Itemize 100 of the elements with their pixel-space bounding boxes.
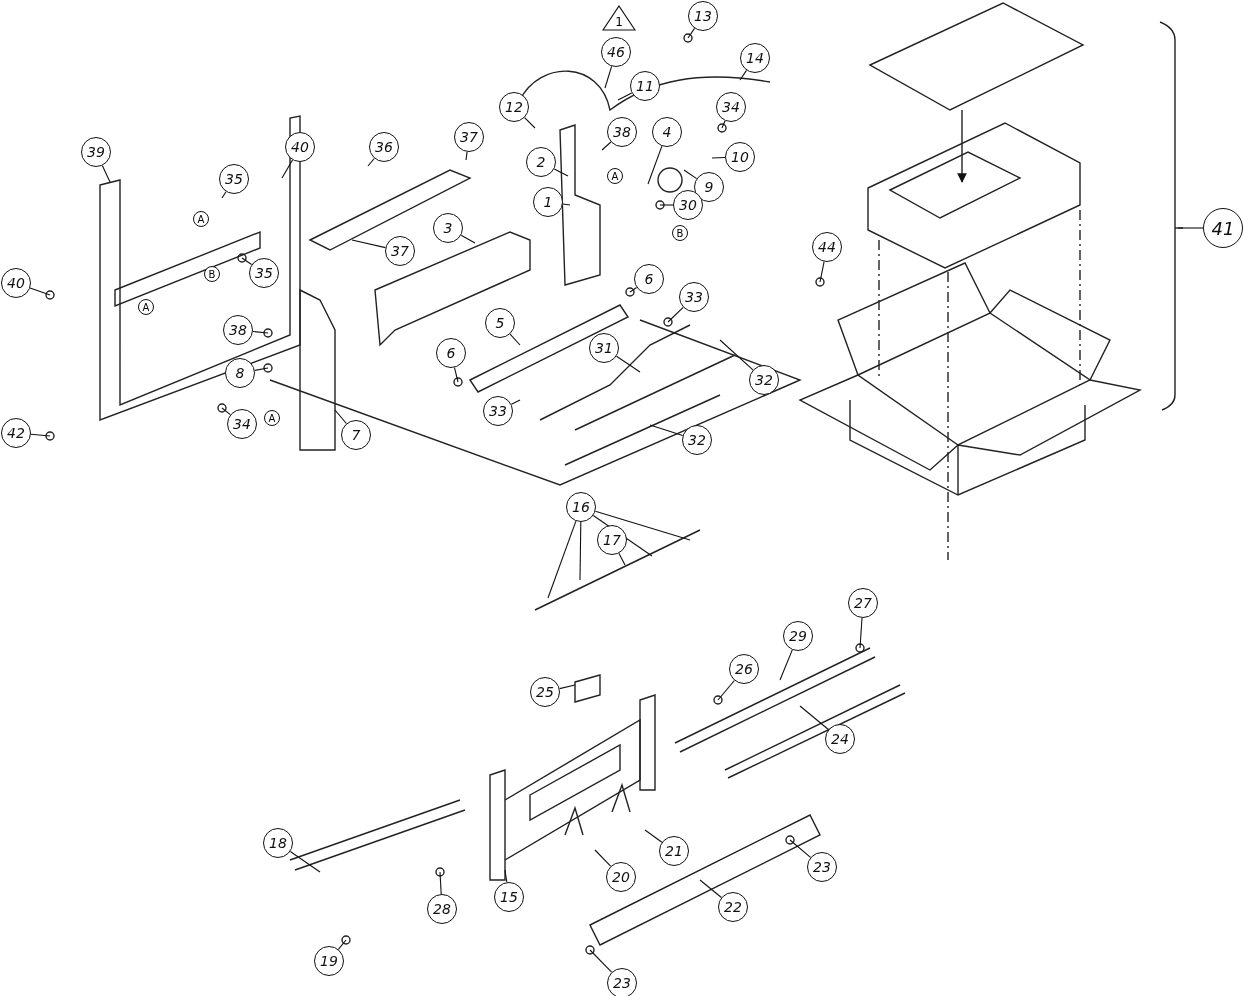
leader-line xyxy=(559,684,576,690)
leader-line xyxy=(504,869,508,883)
leader-line xyxy=(547,520,577,599)
leader-line xyxy=(594,510,691,541)
leader-line xyxy=(334,409,347,425)
callout-number: 33 xyxy=(483,396,513,426)
callout-number: 33 xyxy=(679,282,709,312)
reference-letter: A xyxy=(193,211,209,227)
callout-number: 28 xyxy=(427,894,457,924)
callout-number: 19 xyxy=(314,946,344,976)
leader-line xyxy=(241,257,253,266)
leader-line xyxy=(604,65,613,89)
callout-number: 29 xyxy=(783,621,813,651)
leader-line xyxy=(644,829,663,843)
callout-number: 37 xyxy=(385,236,415,266)
leader-line xyxy=(337,939,347,950)
callout-number: 38 xyxy=(607,117,637,147)
leader-line xyxy=(649,424,684,436)
leader-line xyxy=(618,552,626,566)
leader-line xyxy=(460,234,476,244)
callout-number: 27 xyxy=(848,588,878,618)
leader-line xyxy=(553,168,569,177)
callout-number: 32 xyxy=(749,365,779,395)
leader-line xyxy=(221,407,231,416)
leader-line xyxy=(101,165,111,183)
leader-line xyxy=(254,367,269,371)
callout-number: 8 xyxy=(225,358,255,388)
callout-number: 22 xyxy=(718,892,748,922)
leader-line xyxy=(659,204,674,206)
callout-number: 38 xyxy=(223,315,253,345)
leader-line xyxy=(579,521,582,581)
callout-number: 15 xyxy=(494,882,524,912)
reference-letter: B xyxy=(672,225,688,241)
callout-number: 25 xyxy=(530,677,560,707)
leader-line xyxy=(779,649,793,681)
callout-number: 39 xyxy=(81,137,111,167)
callout-number: 24 xyxy=(825,724,855,754)
leader-line xyxy=(647,145,663,185)
leader-line xyxy=(699,879,722,899)
callout-number: 2 xyxy=(526,147,556,177)
callout-number: 16 xyxy=(566,492,596,522)
callout-number: 6 xyxy=(436,338,466,368)
callout-number: 1 xyxy=(533,187,563,217)
callout-number: 37 xyxy=(454,122,484,152)
leader-line xyxy=(29,287,51,296)
reference-letter: A xyxy=(138,299,154,315)
leader-line xyxy=(721,120,726,129)
leader-line xyxy=(351,239,386,249)
leader-line xyxy=(289,850,321,873)
callout-number: 31 xyxy=(589,333,619,363)
callout-number: 40 xyxy=(1,268,31,298)
callout-number: 11 xyxy=(630,71,660,101)
leader-line xyxy=(465,151,468,161)
leader-line xyxy=(509,333,521,346)
callout-number: 46 xyxy=(601,37,631,67)
leader-line xyxy=(601,141,612,151)
leader-line xyxy=(281,159,294,179)
leader-line xyxy=(30,433,51,437)
callout-number: 18 xyxy=(263,828,293,858)
leader-line xyxy=(524,117,536,129)
leader-line xyxy=(859,617,863,649)
callout-number: 20 xyxy=(606,862,636,892)
leader-line xyxy=(687,27,696,39)
leader-line xyxy=(683,169,698,180)
leader-line xyxy=(717,679,735,701)
leader-line xyxy=(789,839,812,858)
callout-number: 34 xyxy=(716,92,746,122)
callout-number: 41 xyxy=(1203,208,1243,248)
callout-number: 40 xyxy=(285,132,315,162)
callout-number: 26 xyxy=(729,654,759,684)
callout-number: 7 xyxy=(341,420,371,450)
leader-line xyxy=(453,367,459,383)
revision-triangle-mark: 1 xyxy=(602,5,636,31)
leader-line xyxy=(739,69,748,81)
callout-number: 30 xyxy=(673,190,703,220)
callout-number: 44 xyxy=(812,232,842,262)
callout-number: 35 xyxy=(249,258,279,288)
leader-line xyxy=(367,157,375,167)
callout-number: 34 xyxy=(227,409,257,439)
callout-number: 42 xyxy=(1,418,31,448)
callout-number: 21 xyxy=(659,836,689,866)
callout-number: 13 xyxy=(688,1,718,31)
leader-line xyxy=(799,705,829,731)
callout-number: 6 xyxy=(634,264,664,294)
leader-line xyxy=(617,92,633,101)
callout-number: 32 xyxy=(682,425,712,455)
reference-letter: A xyxy=(264,410,280,426)
leader-line xyxy=(594,849,612,867)
leader-line xyxy=(1177,227,1204,229)
leader-line xyxy=(562,203,571,206)
callout-number: 10 xyxy=(725,142,755,172)
leader-line xyxy=(439,871,442,895)
leader-line xyxy=(629,286,638,293)
callout-number: 3 xyxy=(433,213,463,243)
callout-number: 12 xyxy=(499,92,529,122)
callout-number: 14 xyxy=(740,43,770,73)
callout-number: 35 xyxy=(219,164,249,194)
leader-line xyxy=(252,330,269,334)
callout-number: 23 xyxy=(607,968,637,996)
leader-line xyxy=(719,339,754,371)
